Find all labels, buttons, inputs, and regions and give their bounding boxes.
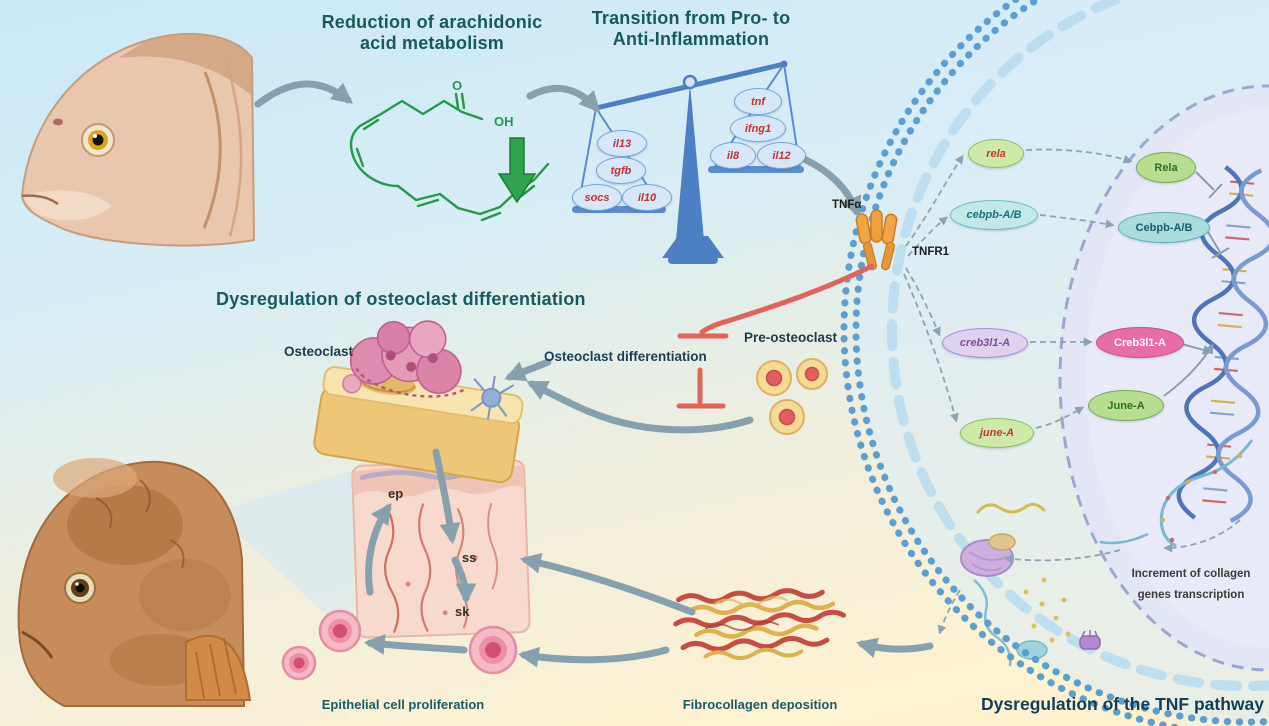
membrane-inner-leaflet — [852, 0, 1269, 726]
inhibition-lines — [676, 263, 875, 409]
membrane-outer-leaflet — [840, 0, 1189, 726]
epithelial-cells — [281, 609, 518, 681]
arachidonic-acid-structure: O OH — [349, 78, 550, 222]
gene-pill-june: june-A — [960, 418, 1034, 448]
scale-gene-socs: socs — [572, 184, 622, 211]
flow-arrows — [254, 80, 934, 668]
label-skin-ss: ss — [462, 550, 477, 565]
nucleoplasm — [1086, 108, 1269, 648]
protein-pill-cebpb: Cebpb-A/B — [1118, 212, 1210, 243]
scale-gene-tgfb: tgfb — [596, 157, 646, 184]
scale-gene-tnf: tnf — [734, 88, 782, 115]
label-skin-sk: sk — [455, 604, 470, 619]
label-skin-ep: ep — [388, 486, 404, 501]
gene-pill-creb3l1: creb3l1-A — [942, 328, 1028, 358]
oxygen-label: O — [452, 78, 462, 93]
title-arachidonic-line1: Reduction of arachidonic — [321, 12, 543, 32]
decrease-arrow-icon — [497, 137, 537, 204]
label-fibrocollagen: Fibrocollagen deposition — [682, 697, 838, 712]
signaling-dashed-arrows — [903, 148, 1241, 635]
osteoclast-illustration — [313, 320, 524, 484]
label-epithelial-proliferation: Epithelial cell proliferation — [321, 697, 485, 712]
diseased-fish-illustration — [17, 458, 252, 707]
label-pre-osteoclast: Pre-osteoclast — [744, 330, 838, 345]
osteoclast-cell-body — [349, 320, 462, 395]
title-tnf-dysregulation: Dysregulation of the TNF pathway — [981, 694, 1264, 714]
nucleus-caption-line1: Increment of collagen — [1131, 568, 1251, 580]
title-transition: Transition from Pro- to Anti-Inflammatio… — [576, 8, 806, 50]
scale-gene-il13: il13 — [597, 130, 647, 157]
label-osteoclast-differentiation: Osteoclast differentiation — [544, 349, 707, 364]
fibrocollagen-illustration — [673, 588, 847, 661]
title-transition-line1: Transition from Pro- to — [591, 8, 791, 28]
transcription-links — [1163, 171, 1230, 397]
rna-strand — [1099, 439, 1254, 548]
cell-illustration — [840, 0, 1269, 726]
magnification-cone — [214, 470, 354, 640]
label-osteoclast: Osteoclast — [284, 344, 354, 359]
scale-gene-il8: il8 — [710, 142, 756, 169]
gene-pill-rela: rela — [968, 139, 1024, 168]
osteocyte-cell — [470, 375, 515, 420]
scale-gene-ifng1: ifng1 — [730, 115, 786, 142]
healthy-fish-illustration — [20, 32, 256, 247]
scale-gene-il12: il12 — [757, 142, 806, 169]
title-transition-line2: Anti-Inflammation — [612, 28, 770, 49]
title-arachidonic-line2: acid metabolism — [359, 32, 505, 53]
title-osteoclast-dysregulation: Dysregulation of osteoclast differentiat… — [216, 289, 586, 309]
hydroxyl-label: OH — [494, 114, 514, 129]
nucleus-caption-line2: genes transcription — [1137, 589, 1245, 601]
protein-pill-creb3l1: Creb3l1-A — [1096, 327, 1184, 358]
pre-osteoclast-cells — [756, 358, 828, 435]
gene-pill-cebpb: cebpb-A/B — [950, 200, 1038, 230]
tnf-receptor — [855, 209, 898, 271]
dna-helix — [1176, 165, 1269, 523]
label-tnf-ligand: TNFα — [832, 199, 862, 211]
title-arachidonic: Reduction of arachidonic acid metabolism — [296, 12, 568, 54]
protein-pill-june: June-A — [1088, 390, 1164, 421]
scale-gene-il10: il10 — [622, 184, 672, 211]
skin-section-illustration — [351, 459, 531, 639]
protein-pill-rela: Rela — [1136, 152, 1196, 183]
label-tnfr1: TNFR1 — [912, 246, 950, 258]
endoplasmic-ring — [887, 0, 1269, 691]
